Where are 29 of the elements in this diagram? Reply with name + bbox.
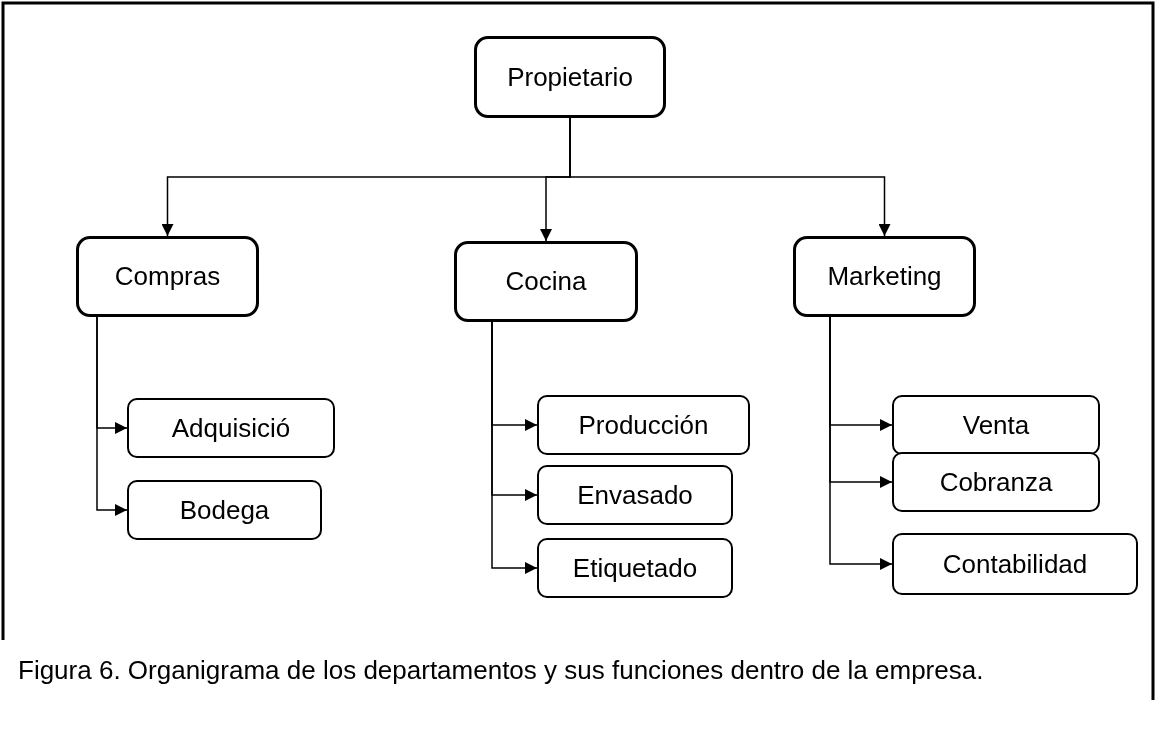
box-label: Bodega <box>179 494 270 526</box>
box-label: Cobranza <box>939 466 1053 498</box>
function-box <box>892 533 1138 595</box>
connector-arrow <box>491 321 538 574</box>
connector-arrow <box>829 316 893 570</box>
function-box <box>537 465 733 525</box>
box-label: Marketing <box>827 261 942 292</box>
box-label: Cocina <box>505 266 587 297</box>
function-box <box>127 480 322 540</box>
box-label: Envasado <box>577 479 693 511</box>
function-box <box>537 395 750 455</box>
box-label: Venta <box>962 409 1030 441</box>
figure-caption: Figura 6. Organigrama de los departamentos y sus funciones dentro de la empresa. <box>18 654 985 687</box>
function-box <box>127 398 335 458</box>
box-label: Etiquetado <box>572 552 698 584</box>
department-box <box>474 36 666 118</box>
department-box <box>454 241 638 322</box>
department-box <box>793 236 976 317</box>
connector-arrow <box>569 117 891 237</box>
function-box <box>892 395 1100 455</box>
department-box <box>76 236 259 317</box>
function-box <box>537 538 733 598</box>
box-label: Adquisició <box>171 412 291 444</box>
box-label: Contabilidad <box>942 548 1088 580</box>
box-label: Compras <box>114 261 221 292</box>
box-label: Propietario <box>507 61 633 93</box>
function-box <box>892 452 1100 512</box>
box-label: Producción <box>578 409 709 441</box>
connector-arrow <box>96 316 128 516</box>
